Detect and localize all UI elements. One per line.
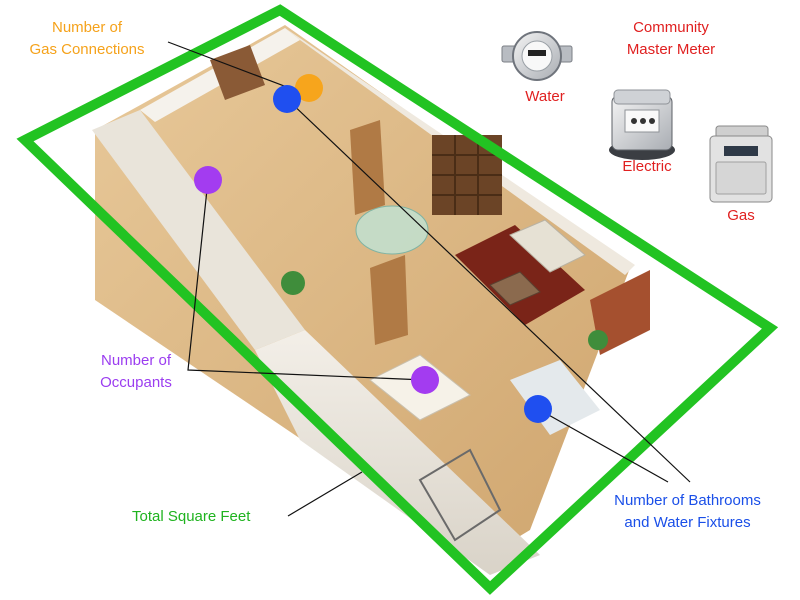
plant-2 xyxy=(588,330,608,350)
bathrooms-label: Number of Bathrooms and Water Fixtures xyxy=(600,490,775,534)
plant xyxy=(281,271,305,295)
sofa xyxy=(509,219,586,273)
occupants-label-line1: Number of xyxy=(100,352,172,369)
bath-dot-kitchen xyxy=(273,85,301,113)
connector-lines xyxy=(167,41,691,517)
connector-occupants xyxy=(187,179,426,381)
community-meter-label-line1: Community xyxy=(633,19,709,36)
floor xyxy=(95,25,630,560)
square-feet-label: Total Square Feet xyxy=(132,508,251,525)
outer-wall-front xyxy=(255,330,540,575)
gas-meter-label: Gas xyxy=(727,207,755,224)
door-hall xyxy=(350,120,385,215)
bookshelf-grid xyxy=(432,135,502,215)
bathrooms-label-line1: Number of Bathrooms xyxy=(614,492,761,509)
door-bedroom xyxy=(370,255,408,345)
connector-bath-bathroom xyxy=(537,408,669,483)
electric-meter-label: Electric xyxy=(622,158,672,175)
coffee-table xyxy=(489,271,541,306)
occupant-dot-2 xyxy=(411,366,439,394)
water-meter-label: Water xyxy=(525,88,565,105)
gas-connections-label: Number of Gas Connections xyxy=(16,17,158,61)
gas-dot xyxy=(295,74,323,102)
outer-wall-left xyxy=(92,110,305,350)
community-meter-label: Community Master Meter xyxy=(612,17,730,61)
dining-table xyxy=(355,205,429,255)
bath-dot-bathroom xyxy=(524,395,552,423)
water-meter-icon xyxy=(501,31,573,81)
connector-sqft xyxy=(287,471,363,517)
occupants-label: Number of Occupants xyxy=(76,350,196,394)
square-footage-outline xyxy=(16,4,779,595)
gas-connections-label-line2: Gas Connections xyxy=(29,41,145,58)
occupant-dot-1 xyxy=(194,166,222,194)
connector-gas xyxy=(167,41,301,93)
bathrooms-label-line2: and Water Fixtures xyxy=(624,514,751,531)
gas-meter-icon xyxy=(709,125,773,203)
kitchen-cabinet xyxy=(210,45,265,100)
occupants-label-line2: Occupants xyxy=(100,374,172,391)
apartment-model xyxy=(92,25,650,575)
bathroom-floor xyxy=(510,360,600,435)
electric-meter-icon xyxy=(609,89,675,160)
balcony-rail xyxy=(418,448,502,542)
connector-bath-kitchen xyxy=(286,98,691,483)
community-meter-label-line2: Master Meter xyxy=(626,41,716,58)
gas-connections-label-line1: Number of xyxy=(51,19,123,36)
